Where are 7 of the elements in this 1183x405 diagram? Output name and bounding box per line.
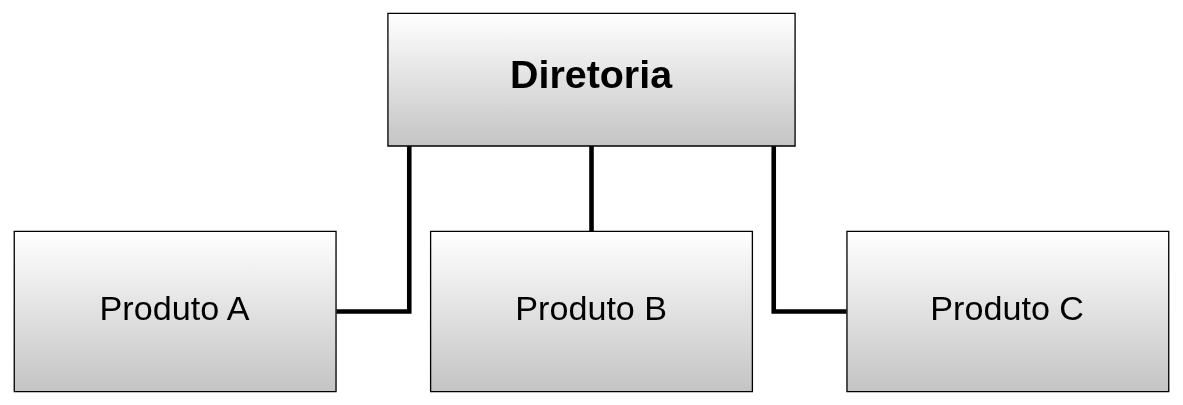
node-box: Produto C [846, 230, 1170, 393]
connector [589, 146, 594, 232]
connector [336, 146, 412, 314]
node-box: Produto B [429, 230, 754, 393]
connector [771, 146, 847, 314]
node-box: Diretoria [387, 12, 796, 147]
node-box: Produto A [13, 230, 337, 393]
